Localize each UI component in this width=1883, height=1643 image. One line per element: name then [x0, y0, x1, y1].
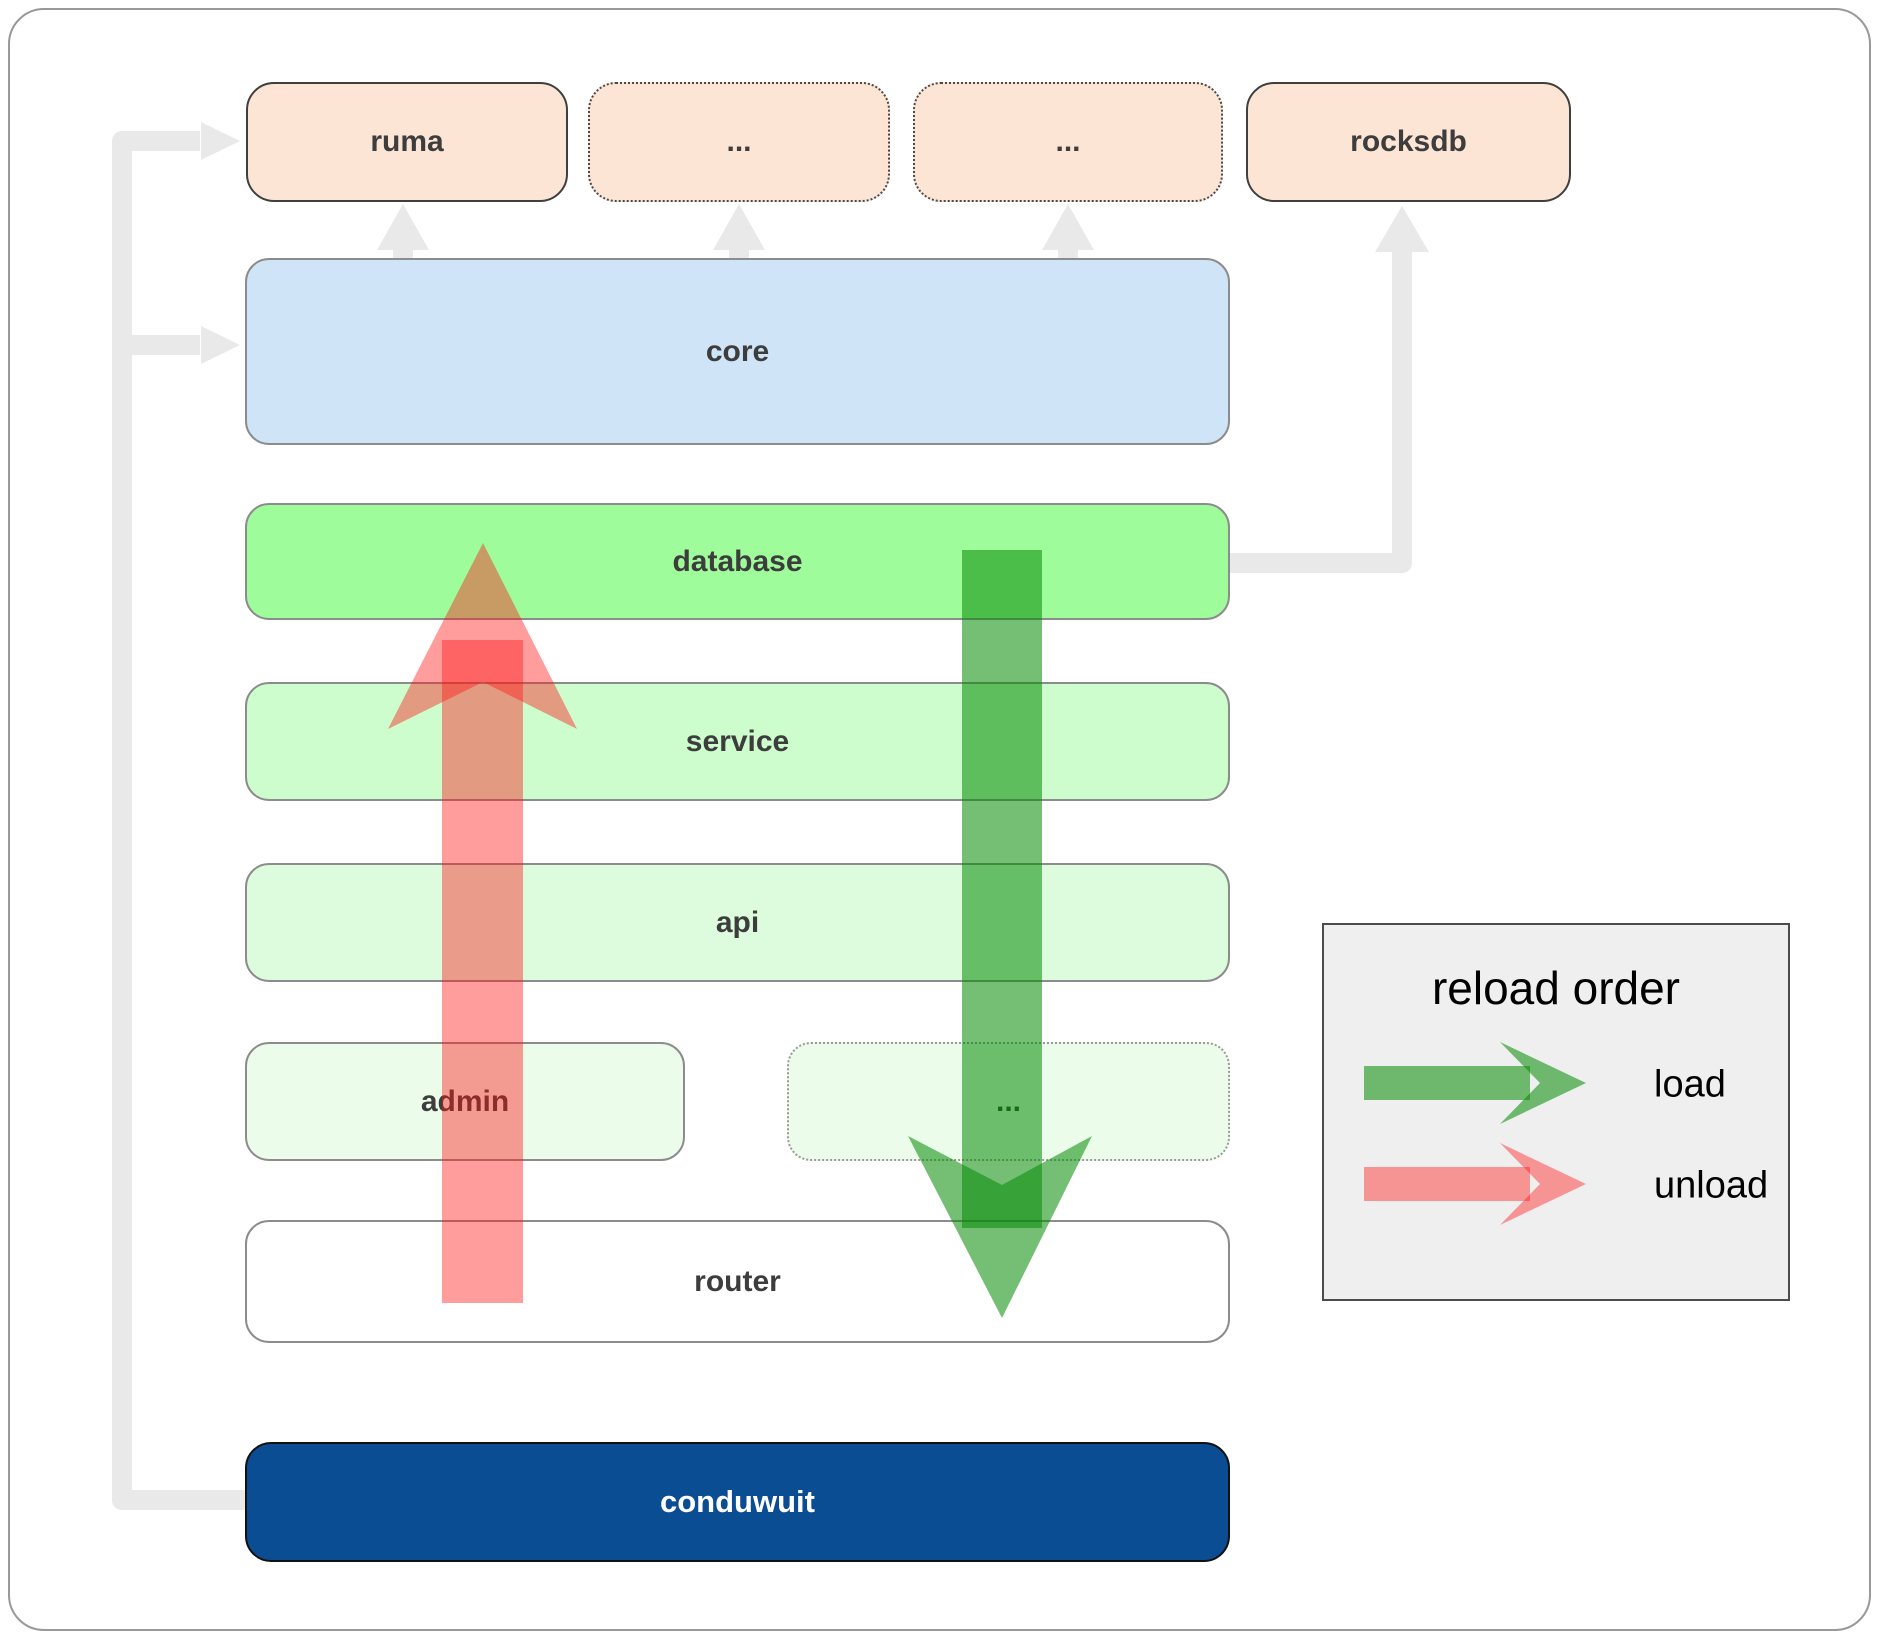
box-ruma: ruma: [246, 82, 568, 202]
legend-unload-label: unload: [1654, 1164, 1769, 1207]
box-service: service: [245, 682, 1230, 801]
box-rocksdb-label: rocksdb: [1350, 125, 1467, 158]
legend-title: reload order: [1431, 962, 1681, 1014]
box-database-label: database: [672, 544, 803, 578]
box-ellipsis-2: ...: [913, 82, 1223, 202]
box-router: router: [245, 1220, 1230, 1343]
box-ellipsis-1: ...: [588, 82, 890, 202]
box-core: core: [245, 258, 1230, 445]
box-database: database: [245, 503, 1230, 620]
box-conduwuit: conduwuit: [245, 1442, 1230, 1562]
box-admin: admin: [245, 1042, 685, 1161]
box-ruma-label: ruma: [370, 125, 444, 158]
legend-reload-order: reload order load unload: [1322, 923, 1790, 1301]
box-admin-ellipsis-label: ...: [995, 1084, 1021, 1118]
box-admin-label: admin: [420, 1084, 510, 1118]
box-api: api: [245, 863, 1230, 982]
legend-load-label: load: [1654, 1063, 1726, 1106]
box-router-label: router: [694, 1264, 781, 1298]
box-ellipsis-1-label: ...: [726, 125, 752, 158]
box-ellipsis-2-label: ...: [1055, 125, 1081, 158]
diagram-frame: [8, 8, 1871, 1631]
box-api-label: api: [715, 905, 760, 939]
box-admin-ellipsis: ...: [787, 1042, 1230, 1161]
box-core-label: core: [705, 334, 770, 368]
box-service-label: service: [685, 724, 790, 758]
box-rocksdb: rocksdb: [1246, 82, 1571, 202]
box-conduwuit-label: conduwuit: [660, 1484, 815, 1519]
